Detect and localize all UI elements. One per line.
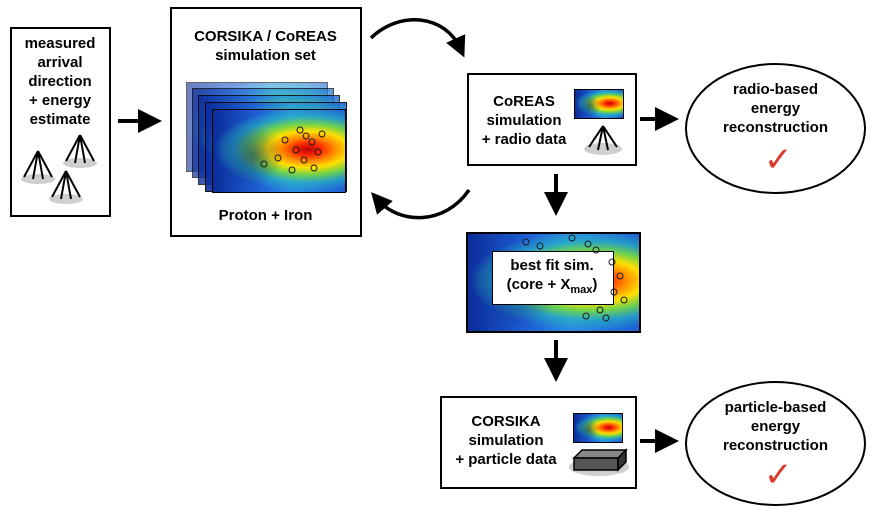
particle-result-line-3: reconstruction: [722, 437, 828, 454]
arrow-simset-to-coreas: [369, 18, 466, 58]
best-fit-label: best fit sim. (core + Xmax): [492, 256, 612, 300]
particle-result-line-2: energy: [750, 418, 801, 435]
simulation-set-box: CORSIKA / CoREAS simulation set Proton +…: [170, 7, 362, 237]
measured-input-label: measured arrival direction + energy esti…: [12, 34, 108, 129]
antenna-icon: [49, 170, 83, 204]
radio-result-line-2: energy: [750, 100, 801, 117]
corsika-label: CORSIKA simulation + particle data: [442, 412, 570, 469]
radio-result-line-3: reconstruction: [722, 119, 828, 136]
radio-antenna-icons: [21, 134, 97, 204]
simset-station-pattern: [260, 126, 326, 174]
measured-input-box: measured arrival direction + energy esti…: [10, 27, 111, 217]
simulation-set-caption: Proton + Iron: [218, 207, 313, 224]
antenna-icon: [584, 125, 622, 155]
coreas-line-1: CoREAS: [493, 93, 555, 110]
radio-reconstruction-ellipse: [685, 63, 866, 194]
bestfit-station-pattern: [522, 234, 628, 322]
best-fit-line-2: (core + Xmax): [492, 275, 612, 300]
corsika-line-3: + particle data: [455, 451, 557, 468]
input-line-5: estimate: [29, 111, 91, 128]
sim-set-title-line-1: CORSIKA / CoREAS: [194, 28, 337, 45]
best-fit-subscript: max: [570, 284, 593, 296]
particle-checkmark-icon: ✓: [764, 456, 793, 494]
coreas-heatmap-thumbnail: [574, 89, 624, 119]
radio-result-line-1: radio-based: [732, 81, 819, 98]
best-fit-prefix: (core + X: [506, 276, 571, 293]
sim-set-title-line-2: simulation set: [215, 47, 316, 64]
best-fit-suffix: ): [592, 276, 598, 293]
radio-checkmark-icon: ✓: [764, 141, 793, 179]
coreas-line-3: + radio data: [481, 131, 567, 148]
particle-result-line-1: particle-based: [724, 399, 827, 416]
corsika-line-2: simulation: [468, 432, 544, 449]
particle-detector-icon: [569, 448, 629, 476]
input-line-2: arrival: [37, 54, 83, 71]
input-line-4: + energy: [28, 92, 92, 109]
coreas-simulation-box: CoREAS simulation + radio data: [467, 73, 637, 166]
antenna-icon: [21, 150, 55, 184]
particle-reconstruction-label: particle-based energy reconstruction: [685, 398, 866, 455]
best-fit-line-1: best fit sim.: [510, 257, 594, 274]
corsika-line-1: CORSIKA: [471, 413, 541, 430]
particle-reconstruction-ellipse: [685, 381, 866, 506]
corsika-simulation-box: CORSIKA simulation + particle data: [440, 396, 637, 489]
coreas-label: CoREAS simulation + radio data: [469, 92, 579, 149]
radio-reconstruction-label: radio-based energy reconstruction: [685, 80, 866, 137]
best-fit-label-box: [492, 251, 614, 305]
coreas-line-2: simulation: [486, 112, 562, 129]
antenna-icon: [63, 134, 97, 168]
simulation-heatmap-front: [212, 109, 346, 193]
simulation-set-title: CORSIKA / CoREAS simulation set: [172, 27, 359, 65]
corsika-heatmap-thumbnail: [573, 413, 623, 443]
input-line-3: direction: [28, 73, 92, 90]
input-line-1: measured: [24, 35, 96, 52]
arrow-coreas-to-simset: [371, 189, 471, 220]
